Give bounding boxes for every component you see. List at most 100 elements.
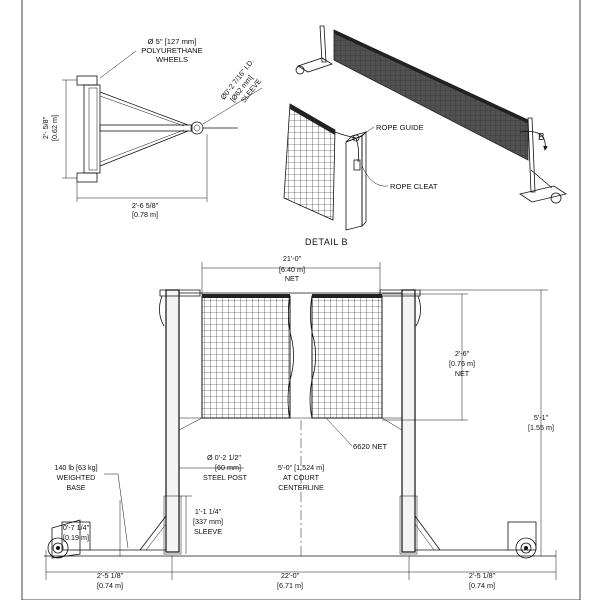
brace-upper-2 xyxy=(99,95,185,127)
iso-left-base xyxy=(297,57,333,73)
center-3: CENTERLINE xyxy=(278,483,324,492)
left-tension xyxy=(178,417,203,431)
net-headband-left xyxy=(202,294,290,298)
rope-guide-label: ROPE GUIDE xyxy=(376,123,424,132)
base-3: BASE xyxy=(66,483,85,492)
net-left-panel xyxy=(201,295,291,419)
mid-dim-2: [6.71 m] xyxy=(277,581,303,590)
base-plate xyxy=(83,84,101,174)
right-base-block xyxy=(507,521,537,551)
mid-dim-1: 22'-0" xyxy=(281,571,300,580)
wheel-label-line1: Ø 5" [127 mm] xyxy=(148,37,197,46)
brace-upper xyxy=(99,91,189,126)
iso-left-post xyxy=(319,25,327,63)
net-right-panel xyxy=(311,295,383,419)
total-height-2: [1.55 m] xyxy=(528,423,554,432)
detail-post-side xyxy=(361,131,367,227)
left-brace-2 xyxy=(145,523,167,551)
right-wheel-hub xyxy=(520,542,532,554)
iso-b-arrow xyxy=(519,131,548,151)
right-wheel-center xyxy=(524,546,528,550)
net-break-left xyxy=(287,295,294,419)
iso-view-letter: B xyxy=(538,132,545,143)
left-post xyxy=(165,289,180,553)
rope-cleat-label: ROPE CLEAT xyxy=(390,182,438,191)
net-height-2: [0.76 m] xyxy=(449,359,475,368)
iso-right-wheel xyxy=(550,192,562,204)
width-dim-2: [0.78 m] xyxy=(132,210,158,219)
wheel-leader xyxy=(99,50,137,79)
right-sleeve xyxy=(399,495,418,555)
post-dia-2: [60 mm] xyxy=(215,463,241,472)
top-wheel-lower xyxy=(76,172,98,183)
base-plate-inner xyxy=(88,87,98,171)
net-width-3: NET xyxy=(285,274,300,283)
left-dim-2: [0.74 m] xyxy=(97,581,123,590)
left-base-body xyxy=(51,519,81,559)
net-height-1: 2'-6" xyxy=(455,349,470,358)
right-post-hook xyxy=(415,295,421,327)
detail-rope-guide xyxy=(352,134,360,142)
detail-post xyxy=(345,135,363,231)
base-2: WEIGHTED xyxy=(57,473,96,482)
detail-net xyxy=(283,103,336,221)
iso-net-headband xyxy=(334,30,528,124)
right-brace xyxy=(414,515,441,551)
right-post xyxy=(401,289,416,553)
net-height-3: NET xyxy=(455,369,470,378)
iso-right-brace xyxy=(530,169,553,189)
sleeve-leader xyxy=(202,87,263,125)
net-headband-right xyxy=(312,294,382,298)
sleeve-3: SLEEVE xyxy=(194,527,222,536)
width-dim-1: 2'-6 5/8" xyxy=(132,201,159,210)
detail-cleat xyxy=(353,159,361,171)
iso-right-base xyxy=(519,185,567,203)
left-base-block xyxy=(61,521,91,551)
base-1: 140 lb [63 kg] xyxy=(54,463,97,472)
sleeve-2: [337 mm] xyxy=(193,517,223,526)
brace-lower-2 xyxy=(99,129,185,163)
iso-right-post xyxy=(527,117,536,193)
sleeve-1: 1'-1 1/4" xyxy=(195,507,222,516)
net-width-2: [6.40 m] xyxy=(279,265,305,274)
top-view: Ø 5" [127 mm] POLYURETHANE WHEELS Ø0'-2 … xyxy=(41,37,263,219)
brace-lower xyxy=(99,130,189,167)
center-bar xyxy=(99,124,193,132)
right-brace-2 xyxy=(414,523,435,551)
left-sleeve xyxy=(163,495,182,555)
detail-post-top xyxy=(345,131,368,143)
height-dim-2: [0.62 m] xyxy=(50,115,59,141)
net-break-right xyxy=(309,295,316,419)
detail-net-band xyxy=(290,104,335,135)
base-h-1: 0'-7 1/4" xyxy=(63,523,90,532)
net-width-1: 21'-0" xyxy=(283,254,302,263)
right-dim-1: 2'-5 1/8" xyxy=(469,571,496,580)
iso-net-dark xyxy=(334,34,528,160)
left-post-cap xyxy=(159,289,201,297)
left-dim-1: 2'-5 1/8" xyxy=(97,571,124,580)
right-wheel xyxy=(515,537,537,559)
base-h-2: [0.19 m] xyxy=(63,533,89,542)
left-post-hook xyxy=(159,295,165,327)
detail-b: ROPE GUIDE ROPE CLEAT DETAIL B xyxy=(283,103,438,247)
front-view: 21'-0" [6.40 m] NET 2'-6" [0.76 m] NET xyxy=(44,254,557,590)
sleeve-circle-inner xyxy=(193,124,201,132)
net-model: 6620 NET xyxy=(353,442,388,451)
rope-cleat-leader xyxy=(361,165,389,187)
detail-rope xyxy=(334,131,360,163)
post-dia-1: Ø 0'-2 1/2" xyxy=(207,453,241,462)
left-wheel-hub xyxy=(52,542,64,554)
net-model-leader xyxy=(325,417,353,447)
total-height-1: 5'-1" xyxy=(534,413,549,422)
height-dim-1: 2'- 5/8" xyxy=(41,116,50,139)
wheel-label-line3: WHEELS xyxy=(156,55,188,64)
center-1: 5'-0" [1.524 m] xyxy=(278,463,324,472)
iso-left-wheel xyxy=(295,65,305,75)
base-leader xyxy=(104,473,129,549)
left-wheel xyxy=(47,537,69,559)
top-wheel-upper xyxy=(76,75,98,86)
iso-view: B xyxy=(295,25,567,204)
rope-guide-leader xyxy=(358,126,375,138)
right-dim-2: [0.74 m] xyxy=(469,581,495,590)
